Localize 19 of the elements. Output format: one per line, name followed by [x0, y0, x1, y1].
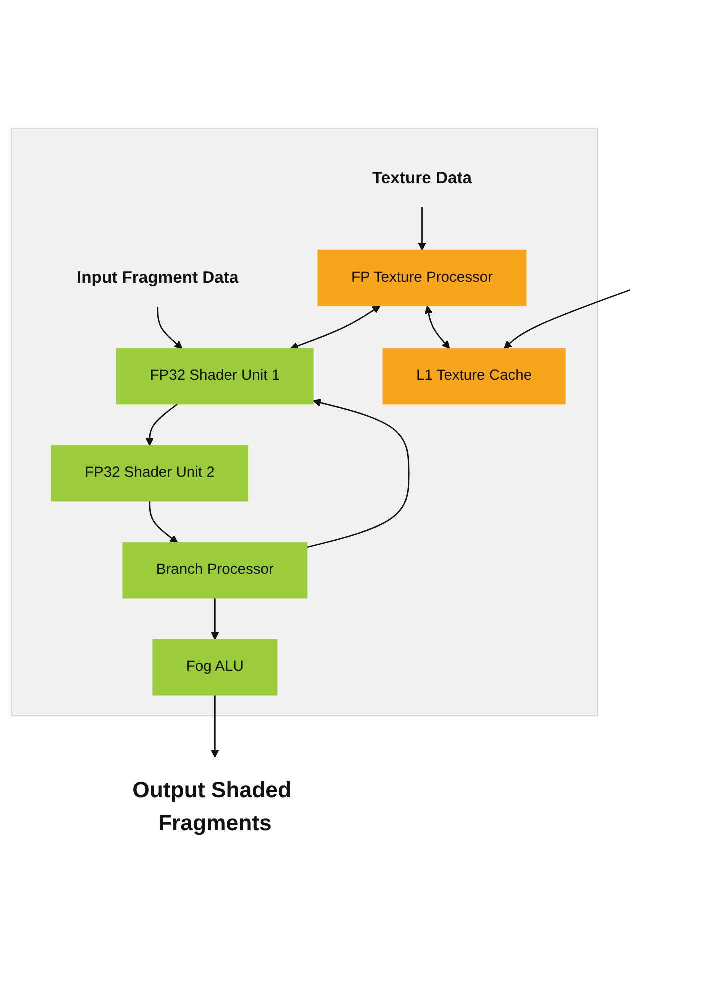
- process-box: FP32 Shader Unit 1: [116, 348, 314, 405]
- process-box: Branch Processor: [122, 542, 308, 599]
- process-box: L1 Texture Cache: [382, 348, 566, 405]
- arrow: [424, 306, 450, 350]
- arrow: [504, 290, 630, 350]
- text-label: Output Shaded Fragments: [132, 778, 292, 836]
- arrow: [149, 501, 178, 544]
- arrow: [211, 695, 220, 758]
- text-label: Input Fragment Data: [77, 268, 239, 287]
- process-box: FP Texture Processor: [318, 250, 527, 306]
- arrow: [211, 598, 220, 640]
- arrow: [307, 398, 410, 548]
- arrow: [157, 307, 183, 350]
- arrow: [290, 306, 381, 350]
- process-box: FP32 Shader Unit 2: [51, 445, 249, 502]
- arrow: [146, 404, 178, 446]
- arrow: [418, 207, 426, 251]
- text-label: Texture Data: [372, 168, 472, 188]
- process-box: Fog ALU: [152, 639, 278, 696]
